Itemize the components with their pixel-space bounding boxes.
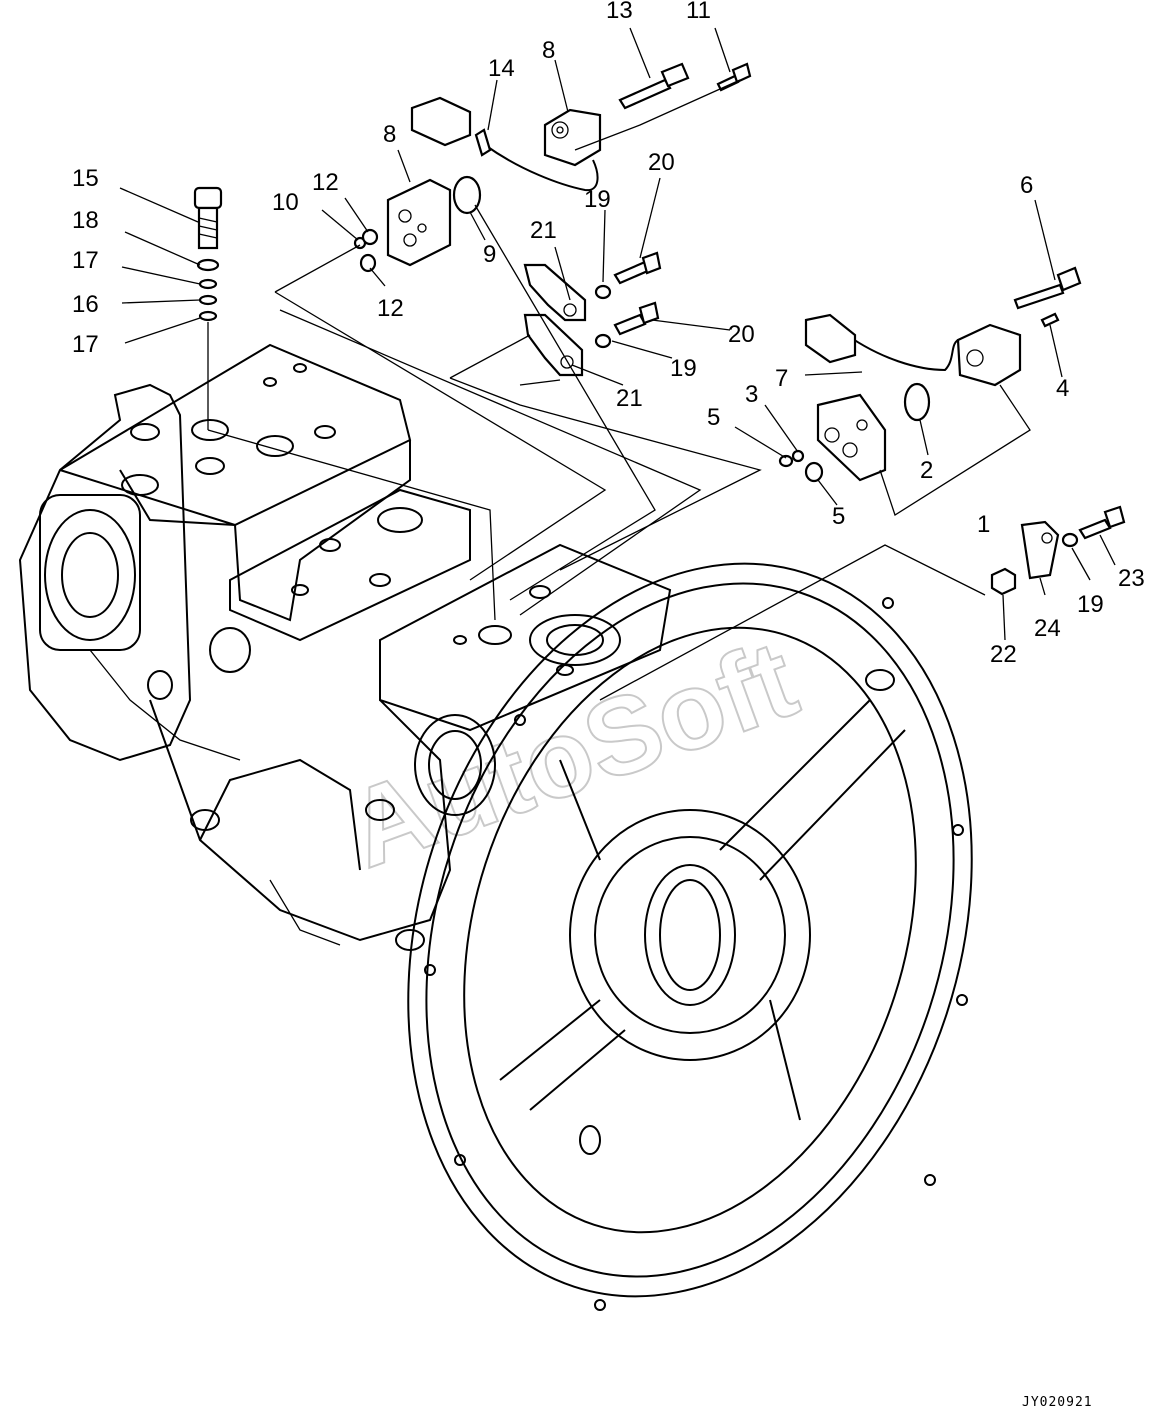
callout-17-a: 17 (72, 247, 99, 274)
callout-12-a: 12 (312, 169, 339, 196)
callout-labels: 13 11 8 14 8 20 15 18 17 16 17 12 10 12 … (72, 0, 1145, 668)
callout-21-b: 21 (616, 385, 643, 412)
callout-20-top: 20 (648, 149, 675, 176)
callout-8-left: 8 (383, 121, 396, 148)
callout-8-top: 8 (542, 37, 555, 64)
callout-7: 7 (775, 365, 788, 392)
callout-18: 18 (72, 207, 99, 234)
callout-19-c: 19 (1077, 591, 1104, 618)
callout-5-a: 5 (707, 404, 720, 431)
callout-12-b: 12 (377, 295, 404, 322)
callout-6: 6 (1020, 172, 1033, 199)
callout-19-a: 19 (584, 186, 611, 213)
callout-11: 11 (686, 0, 711, 24)
callout-15: 15 (72, 165, 99, 192)
flywheel-housing (407, 562, 973, 1311)
callout-14: 14 (488, 55, 515, 82)
callout-1: 1 (977, 511, 990, 538)
callout-9: 9 (483, 241, 496, 268)
callout-2: 2 (920, 457, 933, 484)
callout-24: 24 (1034, 615, 1061, 642)
drawing-code: JY020921 (1022, 1395, 1093, 1410)
callout-20-b: 20 (728, 321, 755, 348)
leader-lines (119, 27, 1116, 701)
pump-assembly (18, 343, 672, 951)
callout-5-b: 5 (832, 503, 845, 530)
callout-16: 16 (72, 291, 99, 318)
callout-23: 23 (1118, 565, 1145, 592)
callout-10: 10 (272, 189, 299, 216)
callout-22: 22 (990, 641, 1017, 668)
callout-19-b: 19 (670, 355, 697, 382)
callout-17-b: 17 (72, 331, 99, 358)
callout-21-a: 21 (530, 217, 557, 244)
callout-4: 4 (1056, 375, 1069, 402)
callout-13: 13 (606, 0, 633, 24)
exploded-parts (193, 62, 1126, 596)
callout-3: 3 (745, 381, 758, 408)
